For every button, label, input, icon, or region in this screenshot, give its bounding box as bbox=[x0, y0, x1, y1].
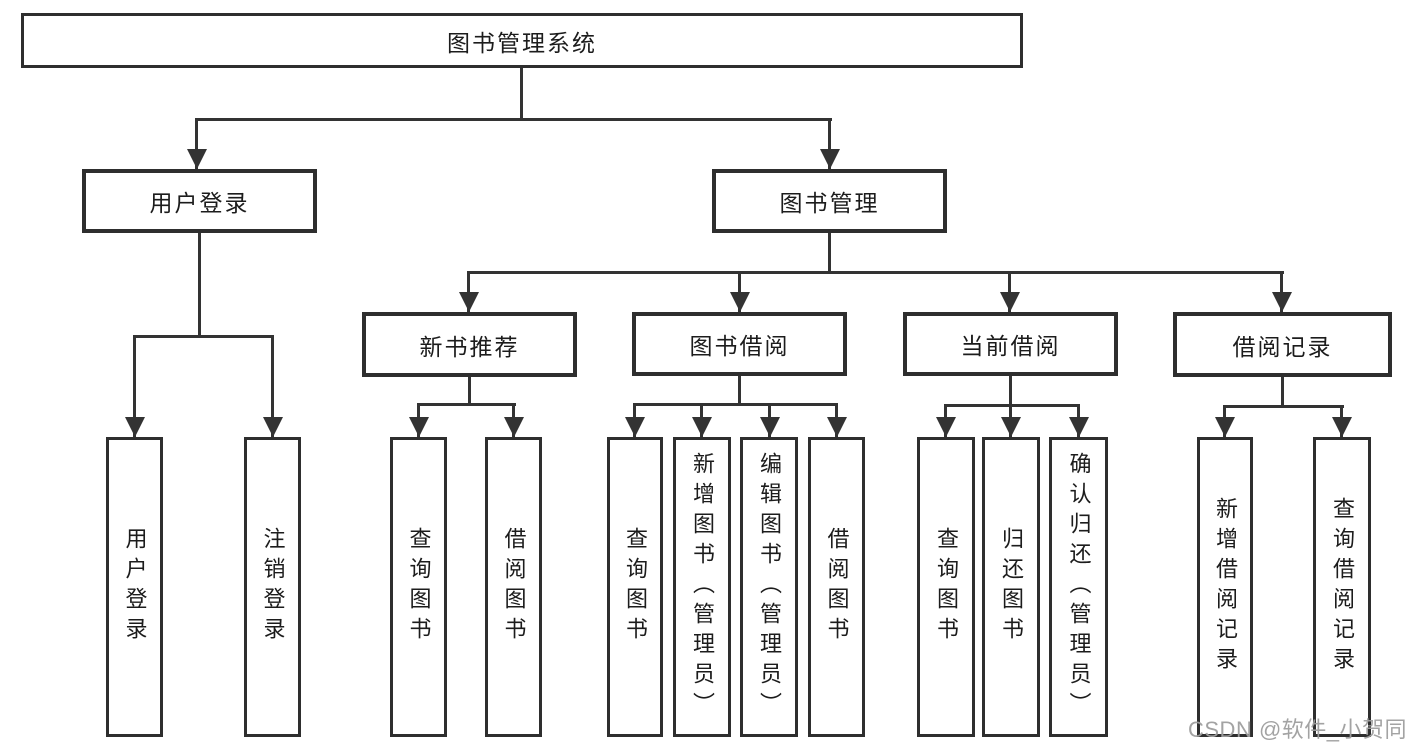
leaf-add-borrow-record-label: 新增借阅记录 bbox=[1213, 497, 1238, 677]
arrowhead-icon bbox=[1215, 417, 1235, 437]
leaf-edit-book-admin: 编辑图书（管理员） bbox=[740, 437, 798, 737]
leaf-user-login: 用户登录 bbox=[106, 437, 163, 737]
leaf-logout: 注销登录 bbox=[244, 437, 301, 737]
connector-line bbox=[944, 404, 1080, 407]
connector-line bbox=[1223, 405, 1344, 408]
connector-line bbox=[738, 271, 741, 312]
arrowhead-icon bbox=[625, 417, 645, 437]
connector-line bbox=[633, 403, 838, 406]
node-borrowing-records: 借阅记录 bbox=[1173, 312, 1392, 377]
leaf-add-book-admin: 新增图书（管理员） bbox=[673, 437, 731, 737]
node-root: 图书管理系统 bbox=[21, 13, 1023, 68]
connector-line bbox=[133, 335, 136, 437]
connector-line bbox=[195, 118, 832, 121]
node-current-borrowing-label: 当前借阅 bbox=[960, 333, 1061, 359]
leaf-borrow-book: 借阅图书 bbox=[808, 437, 865, 737]
leaf-query-book-recommend-label: 查询图书 bbox=[406, 527, 432, 647]
arrowhead-icon bbox=[820, 149, 840, 169]
arrowhead-icon bbox=[459, 292, 479, 312]
connector-line bbox=[1008, 271, 1011, 312]
leaf-user-login-label: 用户登录 bbox=[122, 527, 148, 647]
arrowhead-icon bbox=[504, 417, 524, 437]
connector-line bbox=[828, 118, 831, 169]
leaf-return-book: 归还图书 bbox=[982, 437, 1040, 737]
leaf-borrow-book-recommend: 借阅图书 bbox=[485, 437, 542, 737]
connector-line bbox=[133, 335, 274, 338]
arrowhead-icon bbox=[692, 417, 712, 437]
arrowhead-icon bbox=[1272, 292, 1292, 312]
node-current-borrowing: 当前借阅 bbox=[903, 312, 1118, 376]
node-book-management-label: 图书管理 bbox=[779, 190, 880, 216]
arrowhead-icon bbox=[125, 417, 145, 437]
leaf-borrow-book-recommend-label: 借阅图书 bbox=[501, 527, 527, 647]
node-user-login-label: 用户登录 bbox=[149, 190, 250, 216]
leaf-query-book-borrowing: 查询图书 bbox=[607, 437, 663, 737]
node-borrowing-records-label: 借阅记录 bbox=[1232, 333, 1333, 360]
node-user-login: 用户登录 bbox=[82, 169, 317, 233]
leaf-confirm-return-admin-label: 确认归还（管理员） bbox=[1066, 452, 1092, 722]
leaf-query-borrow-record-label: 查询借阅记录 bbox=[1330, 497, 1355, 677]
arrowhead-icon bbox=[730, 292, 750, 312]
leaf-edit-book-admin-label: 编辑图书（管理员） bbox=[757, 452, 782, 722]
leaf-return-book-label: 归还图书 bbox=[999, 527, 1024, 647]
arrowhead-icon bbox=[827, 417, 847, 437]
connector-line bbox=[417, 403, 516, 406]
leaf-query-book-current: 查询图书 bbox=[917, 437, 975, 737]
connector-line bbox=[1280, 271, 1283, 312]
arrowhead-icon bbox=[1069, 417, 1089, 437]
leaf-confirm-return-admin: 确认归还（管理员） bbox=[1049, 437, 1108, 737]
connector-line bbox=[520, 68, 523, 118]
connector-line bbox=[1281, 377, 1284, 408]
leaf-borrow-book-label: 借阅图书 bbox=[824, 527, 850, 647]
connector-line bbox=[467, 271, 1284, 274]
leaf-query-book-recommend: 查询图书 bbox=[390, 437, 447, 737]
csdn-watermark: CSDN @软件_小贺同学 bbox=[1188, 717, 1405, 742]
node-new-book-recommend-label: 新书推荐 bbox=[419, 333, 520, 360]
connector-line bbox=[738, 376, 741, 406]
leaf-add-borrow-record: 新增借阅记录 bbox=[1197, 437, 1253, 737]
arrowhead-icon bbox=[1332, 417, 1352, 437]
node-new-book-recommend: 新书推荐 bbox=[362, 312, 577, 377]
leaf-query-borrow-record: 查询借阅记录 bbox=[1313, 437, 1371, 737]
connector-line bbox=[1009, 376, 1012, 407]
leaf-query-book-borrowing-label: 查询图书 bbox=[623, 527, 648, 647]
connector-line bbox=[198, 233, 201, 337]
node-root-label: 图书管理系统 bbox=[447, 29, 597, 56]
node-book-borrowing-label: 图书借阅 bbox=[689, 333, 790, 359]
arrowhead-icon bbox=[1001, 417, 1021, 437]
connector-line bbox=[828, 233, 831, 274]
connector-line bbox=[195, 118, 198, 169]
connector-line bbox=[468, 377, 471, 406]
arrowhead-icon bbox=[409, 417, 429, 437]
arrowhead-icon bbox=[1000, 292, 1020, 312]
node-book-borrowing: 图书借阅 bbox=[632, 312, 847, 376]
connector-line bbox=[271, 335, 274, 437]
leaf-add-book-admin-label: 新增图书（管理员） bbox=[690, 452, 715, 722]
arrowhead-icon bbox=[936, 417, 956, 437]
arrowhead-icon bbox=[263, 417, 283, 437]
leaf-query-book-current-label: 查询图书 bbox=[934, 527, 959, 647]
arrowhead-icon bbox=[760, 417, 780, 437]
leaf-logout-label: 注销登录 bbox=[260, 527, 286, 647]
node-book-management: 图书管理 bbox=[712, 169, 947, 233]
arrowhead-icon bbox=[187, 149, 207, 169]
connector-line bbox=[467, 271, 470, 312]
